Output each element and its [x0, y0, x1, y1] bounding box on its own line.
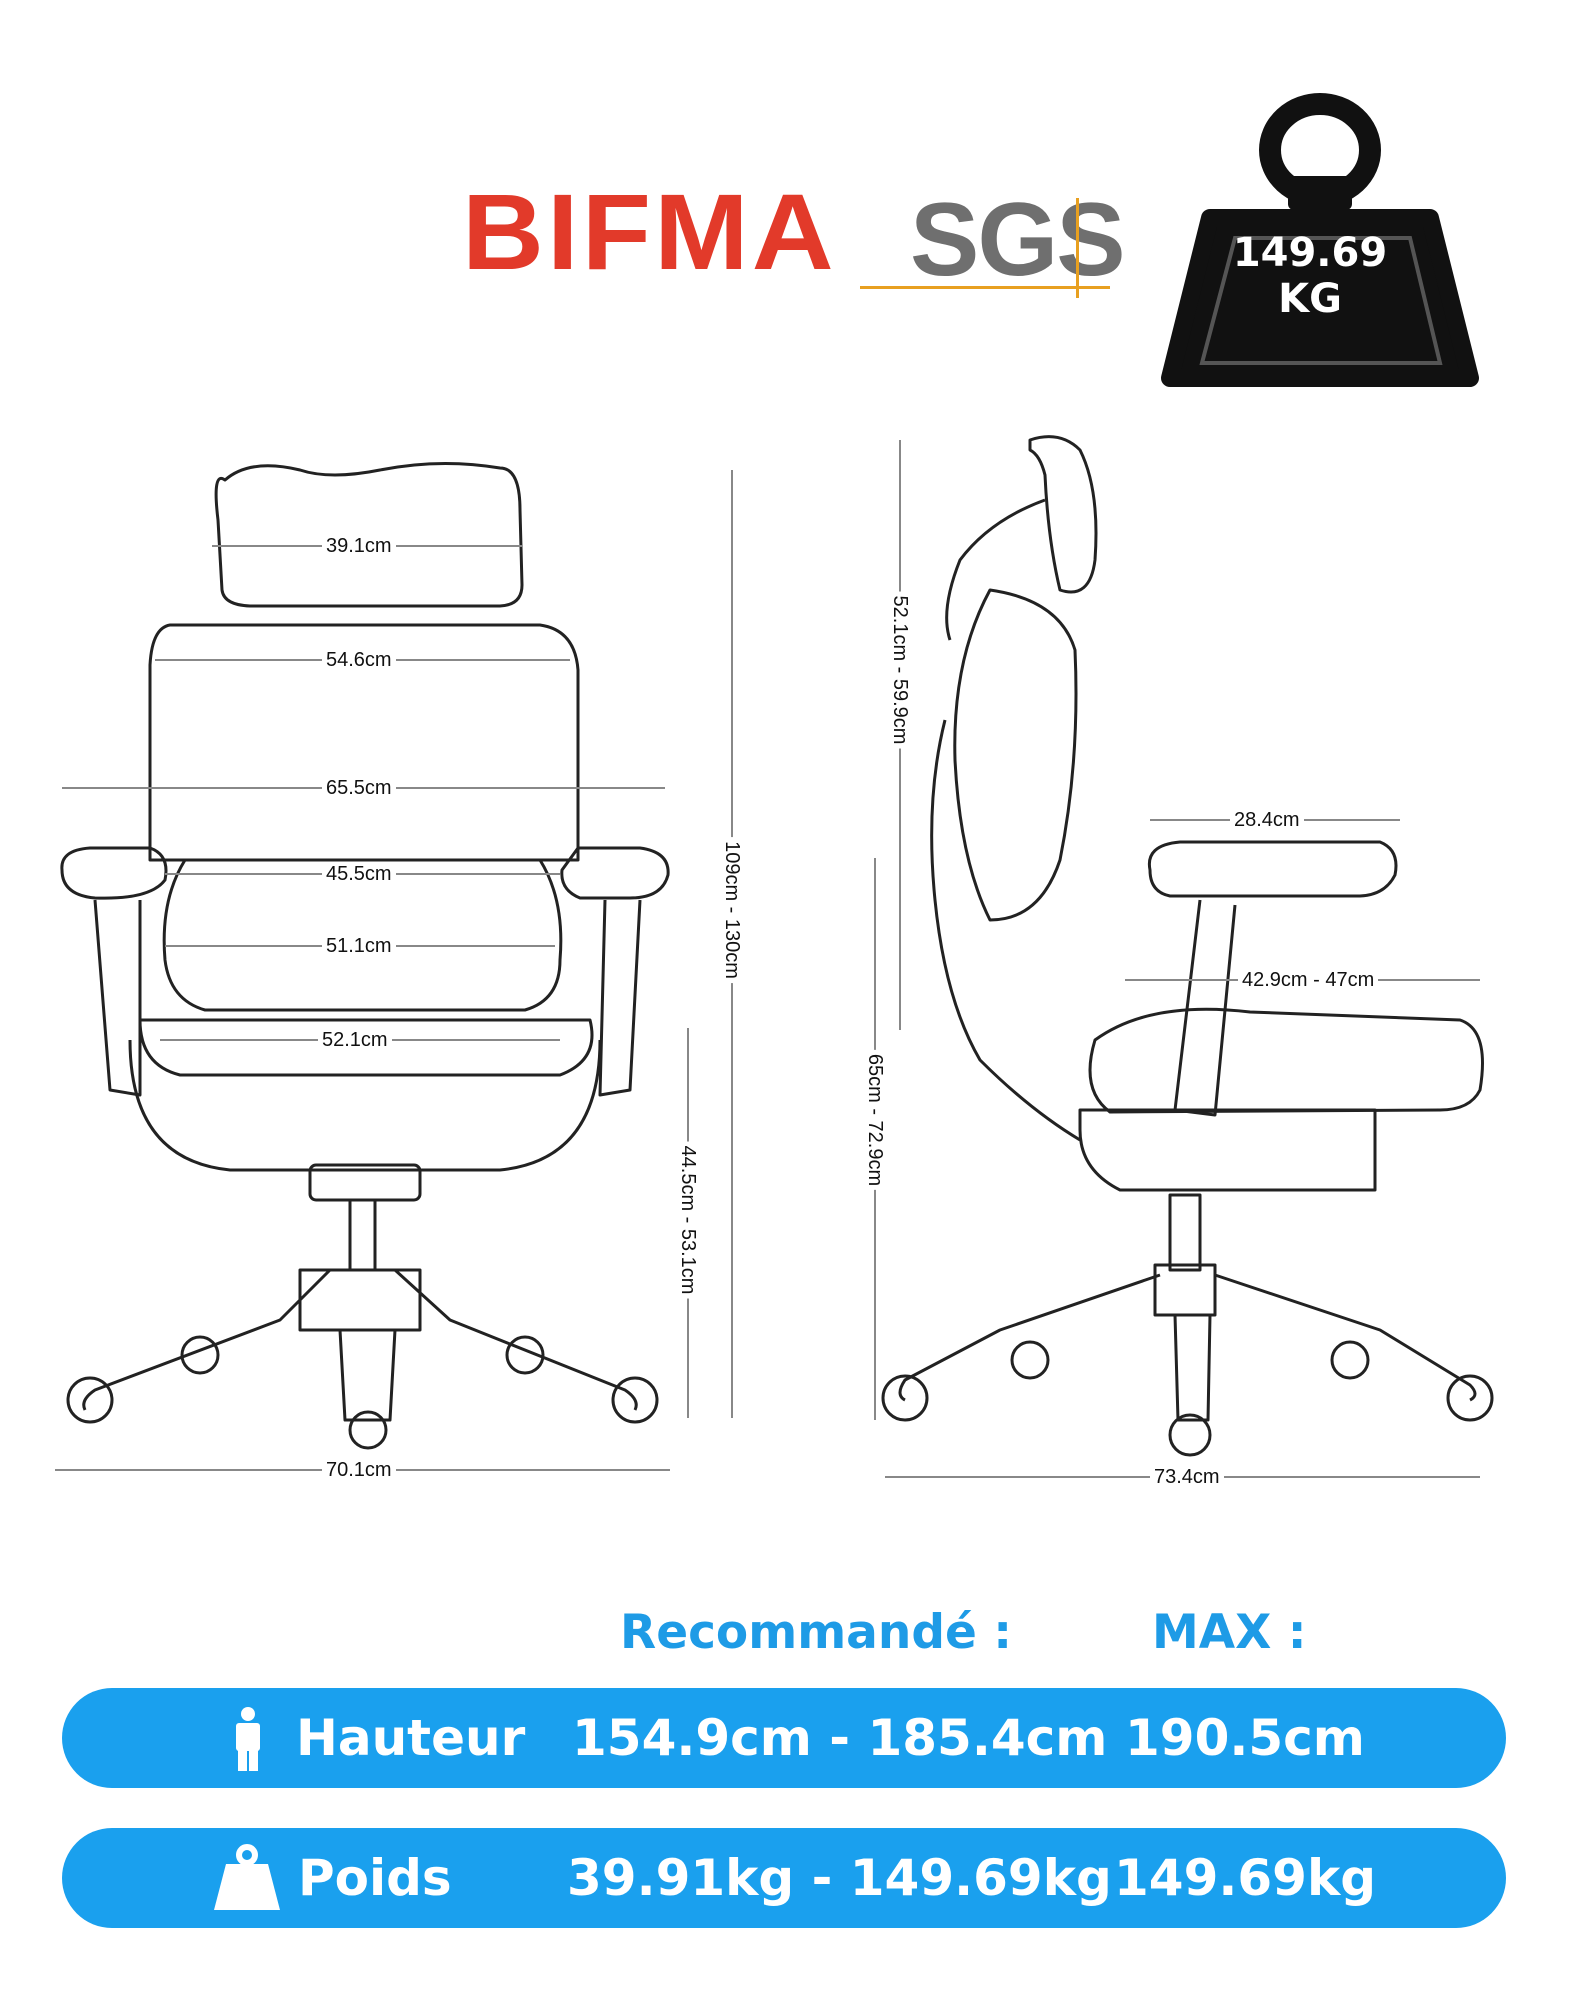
side-view-drawing — [874, 435, 1494, 1478]
height-spec-row: Hauteur 154.9cm - 185.4cm 190.5cm — [62, 1688, 1506, 1788]
seat-height-label: 44.5cm - 53.1cm — [677, 1141, 699, 1299]
front-view-drawing — [55, 461, 733, 1471]
height-max-value: 190.5cm — [1125, 1709, 1365, 1767]
backrest-height-label: 52.1cm - 59.9cm — [889, 591, 911, 749]
lumbar-width-label: 45.5cm — [322, 863, 396, 885]
weight-value: 149.69 — [1232, 230, 1388, 276]
person-icon — [236, 1707, 260, 1771]
base-depth-label: 73.4cm — [1150, 1466, 1224, 1488]
armrest-span-label: 65.5cm — [322, 777, 396, 799]
seat-depth-label: 42.9cm - 47cm — [1238, 969, 1379, 991]
bifma-logo: BIFMA — [462, 171, 837, 292]
armrest-length-label: 28.4cm — [1230, 809, 1304, 831]
backrest-upper-width-label: 54.6cm — [322, 649, 396, 671]
height-recommended-value: 154.9cm - 185.4cm — [572, 1709, 1108, 1767]
armrest-height-label: 65cm - 72.9cm — [864, 1049, 886, 1191]
weight-label: Poids — [298, 1849, 452, 1907]
seat-back-width-label: 51.1cm — [322, 935, 396, 957]
sgs-logo: SGS — [860, 188, 1126, 298]
seat-width-label: 52.1cm — [318, 1029, 392, 1051]
sgs-logo-text: SGS — [910, 182, 1126, 298]
height-label: Hauteur — [296, 1709, 526, 1767]
headrest-width-label: 39.1cm — [322, 535, 396, 557]
total-height-label: 109cm - 130cm — [721, 837, 743, 983]
column-max-header: MAX : — [1152, 1605, 1307, 1660]
weight-max-value: 149.69kg — [1114, 1849, 1376, 1907]
weight-icon — [214, 1844, 280, 1910]
base-width-label: 70.1cm — [322, 1459, 396, 1481]
kettle-weight-icon — [1161, 93, 1479, 387]
weight-capacity-badge: 149.69 KG — [1140, 78, 1480, 408]
weight-spec-row: Poids 39.91kg - 149.69kg 149.69kg — [62, 1828, 1506, 1928]
column-recommended-header: Recommandé : — [620, 1605, 1013, 1660]
weight-unit: KG — [1278, 276, 1342, 322]
weight-recommended-value: 39.91kg - 149.69kg — [567, 1849, 1112, 1907]
